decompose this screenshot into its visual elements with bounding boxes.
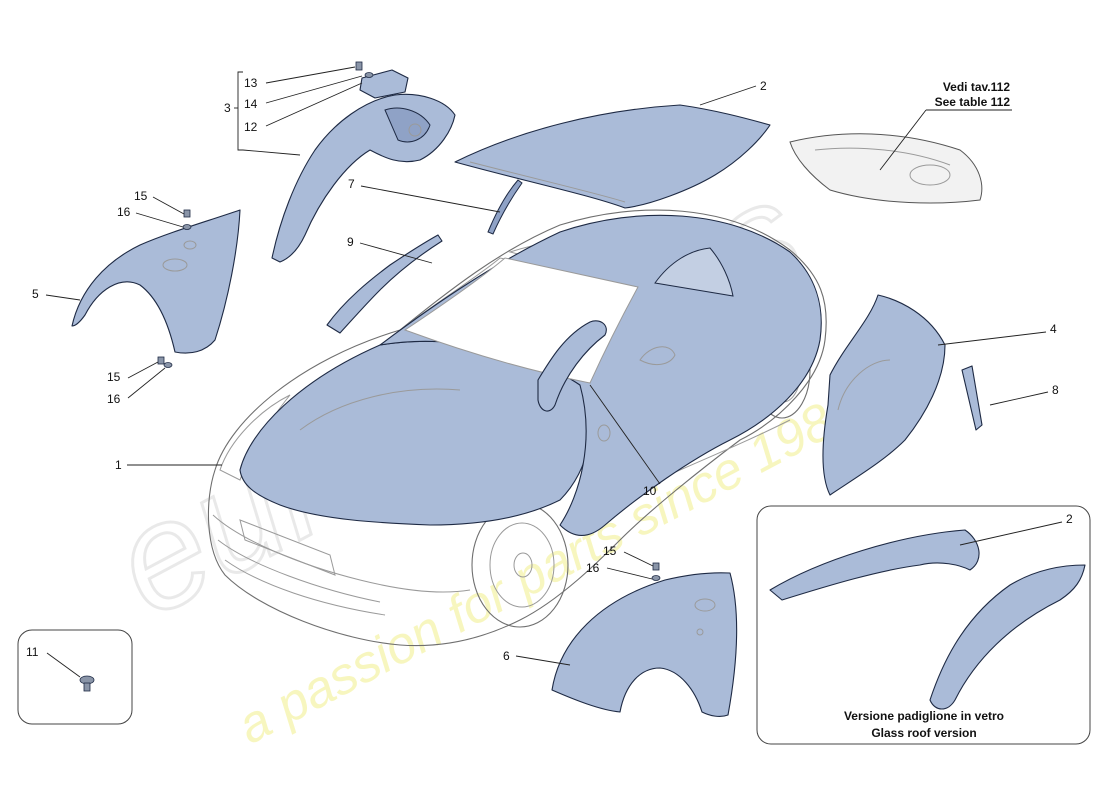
table-ref-it: Vedi tav.112 xyxy=(943,80,1010,94)
callout-1: 1 xyxy=(115,458,122,472)
tailgate-reference-part[interactable] xyxy=(789,133,983,204)
part-5-front-fender-inner[interactable] xyxy=(71,209,241,354)
callout-15-mid: 15 xyxy=(107,370,121,384)
part-2-glass-roof-frame[interactable] xyxy=(769,529,980,601)
callout-16-bottom: 16 xyxy=(586,561,600,575)
part-8-vertical-trim[interactable] xyxy=(961,365,983,431)
callout-numbers: 1 2 3 4 5 6 7 8 9 10 11 12 13 14 15 16 1… xyxy=(26,76,1073,663)
glass-roof-label-it: Versione padiglione in vetro xyxy=(844,709,1004,723)
callout-5: 5 xyxy=(32,287,39,301)
leader-lines xyxy=(45,66,1063,678)
part-9-left-pillar[interactable] xyxy=(326,234,443,334)
callout-12: 12 xyxy=(244,120,258,134)
table-ref-en: See table 112 xyxy=(935,95,1011,109)
part-4-rear-quarter-panel[interactable] xyxy=(822,294,946,496)
part-2-glass-roof-rear-frame[interactable] xyxy=(929,564,1086,710)
callout-3-bracket xyxy=(234,71,243,151)
callout-2-main: 2 xyxy=(760,79,767,93)
callout-6: 6 xyxy=(503,649,510,663)
part-3-rear-wheelhouse-assembly[interactable] xyxy=(271,93,456,263)
callout-16-top: 16 xyxy=(117,205,131,219)
glass-roof-label-en: Glass roof version xyxy=(871,726,976,740)
part-14-washer[interactable] xyxy=(364,72,374,78)
callout-4: 4 xyxy=(1050,322,1057,336)
callout-7: 7 xyxy=(348,177,355,191)
part-15-screw-top[interactable] xyxy=(183,209,191,218)
glass-roof-inset: Versione padiglione in vetro Glass roof … xyxy=(756,505,1091,745)
part-11-clip[interactable] xyxy=(79,675,95,692)
table-reference-note: Vedi tav.112 See table 112 xyxy=(879,80,1012,171)
part-11-inset xyxy=(17,629,133,725)
callout-3: 3 xyxy=(224,101,231,115)
callout-15-bottom: 15 xyxy=(603,544,617,558)
callout-9: 9 xyxy=(347,235,354,249)
callout-13: 13 xyxy=(244,76,258,90)
part-15-screw-bottom[interactable] xyxy=(652,562,660,571)
callout-2-inset: 2 xyxy=(1066,512,1073,526)
callout-8: 8 xyxy=(1052,383,1059,397)
callout-15-top: 15 xyxy=(134,189,148,203)
part-16-nut-top[interactable] xyxy=(182,224,192,230)
part-1-hood[interactable] xyxy=(239,340,591,526)
part-13-screw[interactable] xyxy=(355,61,363,71)
part-15-screw-mid[interactable] xyxy=(157,356,165,365)
part-10-windshield-pillar[interactable] xyxy=(537,320,607,412)
callout-10: 10 xyxy=(643,484,657,498)
callout-16-mid: 16 xyxy=(107,392,121,406)
part-16-nut-mid[interactable] xyxy=(163,362,173,368)
part-7-trim-strip[interactable] xyxy=(487,179,523,235)
part-2-roof[interactable] xyxy=(454,104,771,209)
callout-14: 14 xyxy=(244,97,258,111)
callout-11: 11 xyxy=(26,645,39,659)
part-6-front-fender[interactable] xyxy=(551,572,738,717)
part-16-nut-bottom[interactable] xyxy=(651,575,661,581)
